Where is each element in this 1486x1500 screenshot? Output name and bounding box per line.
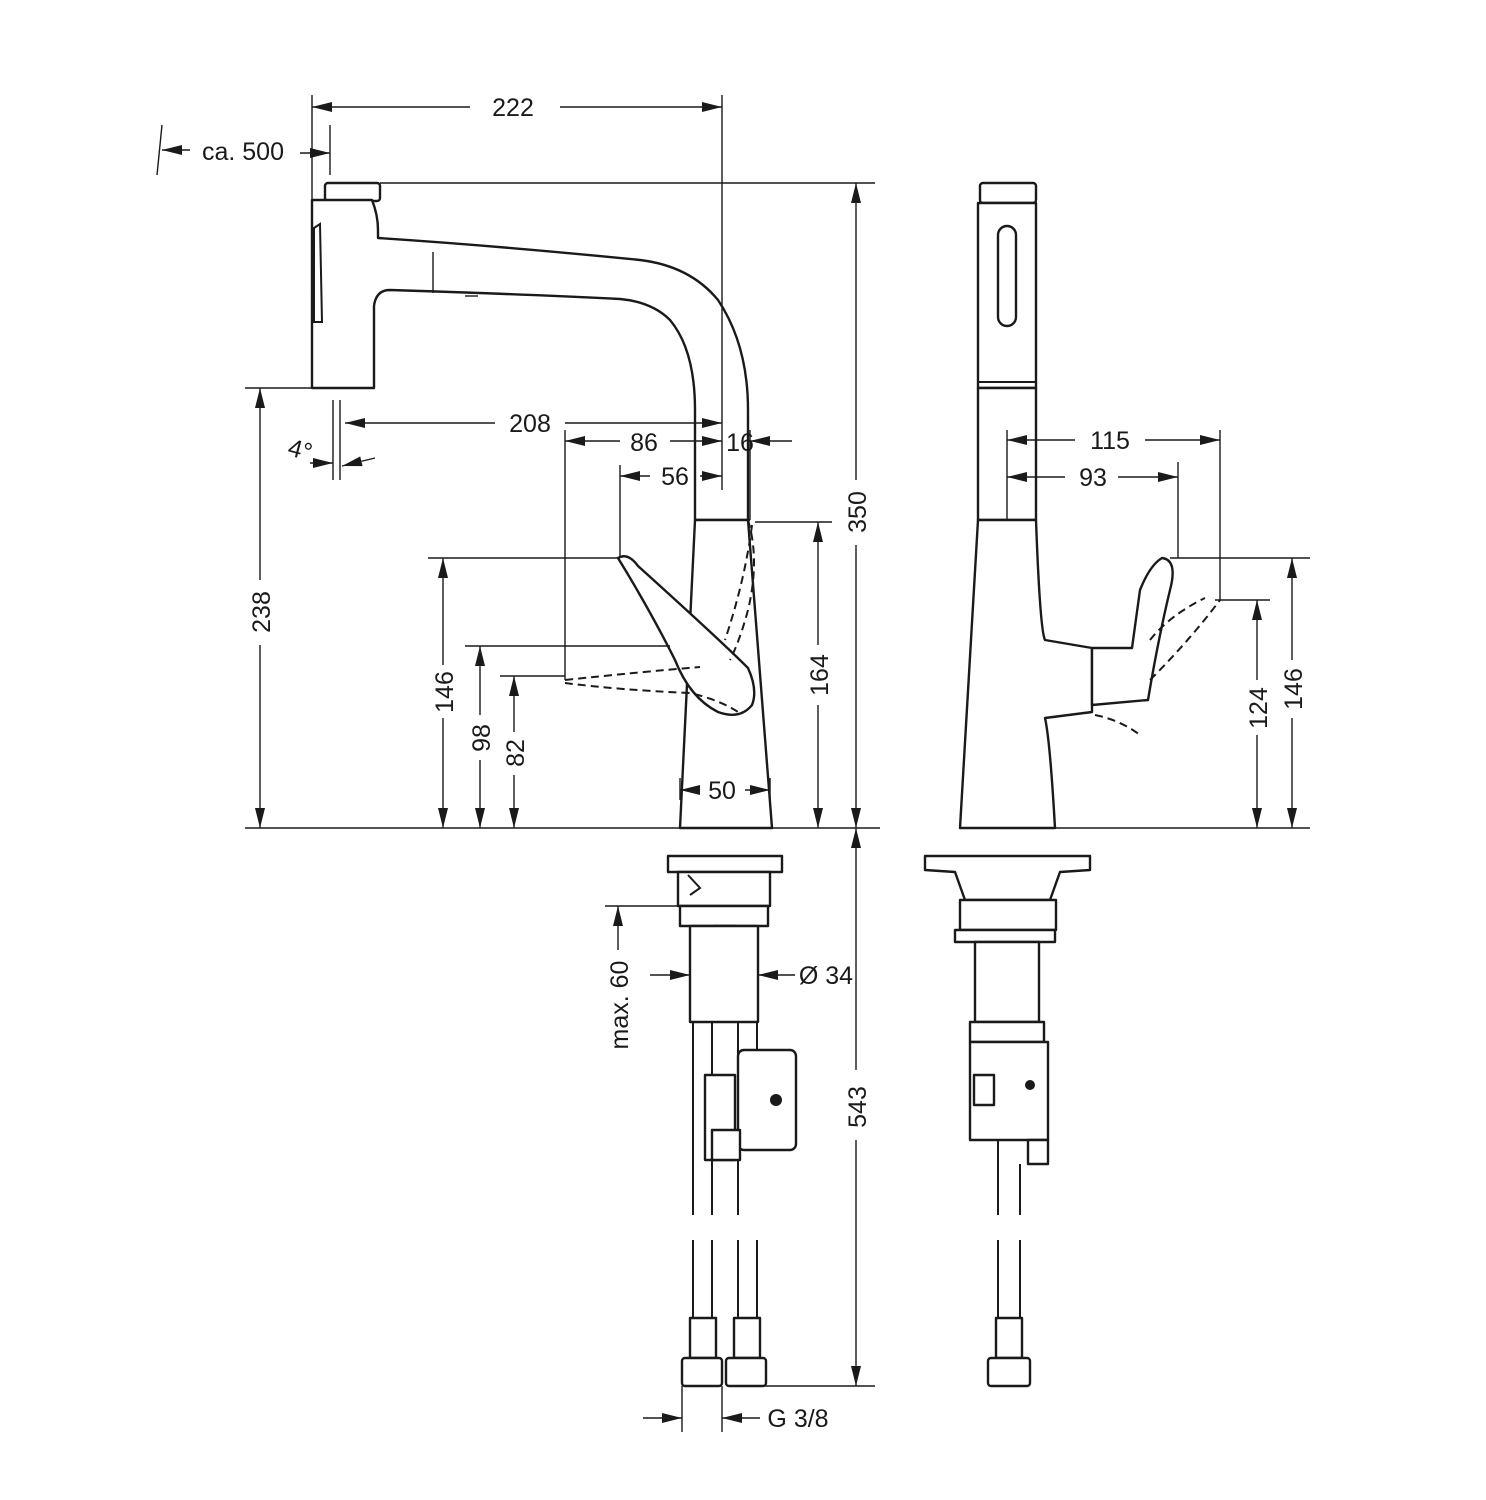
dim-146-right: 146 [1280,668,1308,710]
dim-124: 124 [1245,687,1273,729]
side-view-faucet [310,181,798,1388]
dim-dia34: Ø 34 [799,962,853,990]
dim-98: 98 [468,724,496,752]
dim-86: 86 [630,429,658,457]
dim-222: 222 [492,94,534,122]
dim-543: 543 [844,1086,872,1128]
dim-93: 93 [1079,464,1107,492]
front-view-faucet [923,181,1221,1388]
dim-g38: G 3/8 [767,1405,828,1433]
dim-56: 56 [661,463,689,491]
dim-115: 115 [1090,427,1130,455]
dim-146-left: 146 [431,671,459,713]
dim-ca500: ca. 500 [202,138,284,166]
dim-350: 350 [844,491,872,533]
dimension-labels: 222 ca. 500 350 238 208 86 16 56 4° 146 … [202,94,1308,1433]
dim-82: 82 [502,739,530,767]
dim-208: 208 [509,410,551,438]
dim-4deg: 4° [285,434,315,467]
dim-16: 16 [726,429,754,457]
dim-50: 50 [708,777,736,805]
dim-164: 164 [806,654,834,696]
dim-238: 238 [248,591,276,633]
dimension-lines [156,95,1310,1432]
dim-max60: max. 60 [606,961,634,1050]
